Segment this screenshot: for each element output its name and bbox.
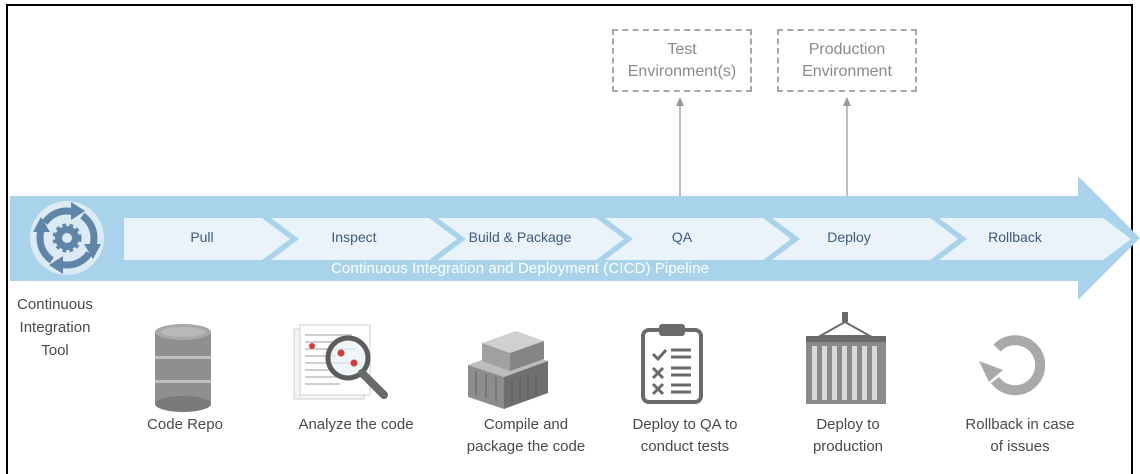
stage-label-rollback: Rollback: [988, 229, 1042, 245]
chevron-pull: [124, 218, 290, 260]
stage-label-qa: QA: [671, 229, 693, 245]
stage-label-build-package: Build & Package: [468, 229, 572, 245]
test-env-line1: Test: [667, 40, 697, 58]
pipeline-diagram: [10, 97, 1140, 412]
test-environment-box: Test Environment(s): [612, 29, 752, 92]
chevron-deploy: [772, 218, 958, 260]
step-label-rollback: Rollback in case of issues: [965, 416, 1075, 455]
checklist-clipboard-icon: [641, 324, 703, 404]
chevron-inspect: [271, 218, 457, 260]
prod-env-line2: Environment: [802, 62, 892, 80]
chevron-build: [438, 218, 624, 260]
stage-label-pull: Pull: [190, 229, 214, 245]
containers-icon: [468, 331, 548, 409]
test-env-line2: Environment(s): [627, 62, 737, 80]
pipeline-title: Continuous Integration and Deployment (C…: [331, 260, 709, 277]
step-label-compile: Compile and package the code: [466, 416, 586, 455]
chevron-rollback: [939, 218, 1131, 260]
production-environment-box: Production Environment: [777, 29, 917, 92]
chevron-qa: [605, 218, 791, 260]
code-inspection-icon: [293, 324, 388, 400]
stage-label-deploy: Deploy: [827, 229, 871, 245]
deploy-to-prod-env-arrowhead: [843, 97, 851, 106]
ci-tool-label: Continuous Integration Tool: [17, 296, 93, 359]
rollback-arrow-icon: [979, 335, 1046, 396]
step-label-production: Deploy to production: [812, 416, 884, 455]
qa-to-test-env-arrowhead: [676, 97, 684, 106]
cycle-gear-icon: [30, 201, 104, 275]
shipping-container-icon: [806, 312, 886, 404]
database-icon: [155, 324, 211, 412]
step-label-qa: Deploy to QA to conduct tests: [632, 416, 738, 455]
step-label-code-repo: Code Repo: [147, 416, 223, 433]
stage-label-inspect: Inspect: [331, 229, 377, 245]
prod-env-line1: Production: [808, 40, 886, 58]
step-label-analyze: Analyze the code: [298, 416, 414, 433]
